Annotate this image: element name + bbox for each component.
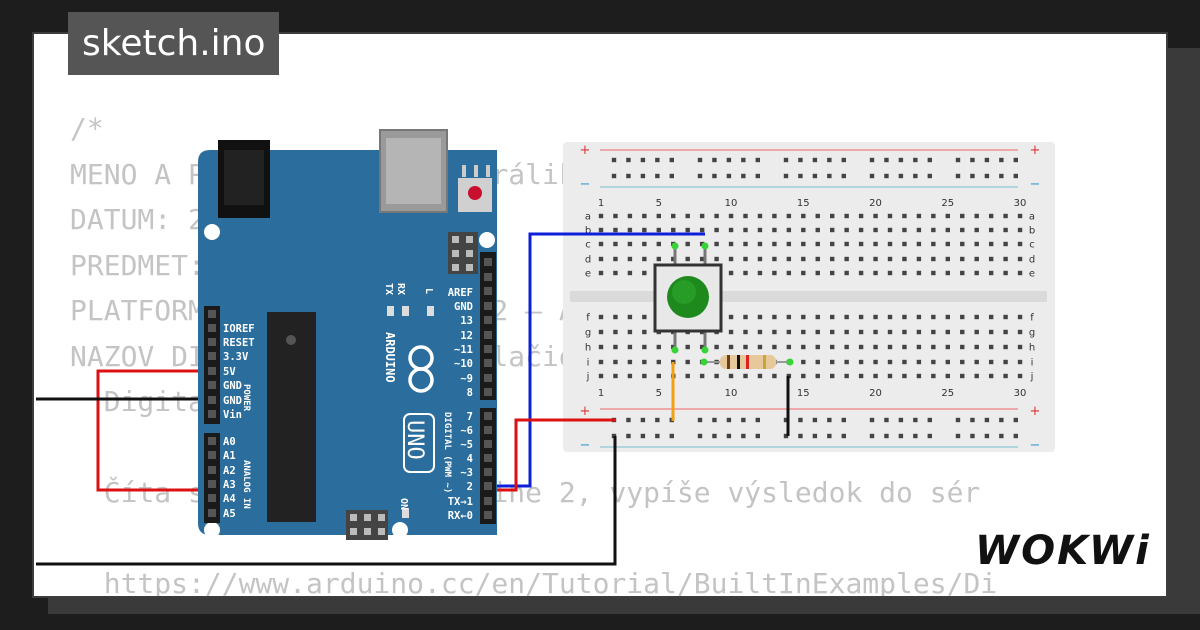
bb-col-label-top: 30 bbox=[1014, 198, 1027, 209]
bb-col-label-top: 20 bbox=[869, 198, 882, 209]
board-tx-label: TX bbox=[383, 283, 394, 295]
bb-row-label: j bbox=[1030, 372, 1034, 383]
bb-row-label: f bbox=[1030, 313, 1034, 324]
board-brand: ARDUINO bbox=[383, 332, 397, 383]
arduino-uno-board[interactable]: ARDUINO UNO ON TX RX L POWER ANALOG IN D… bbox=[198, 129, 497, 540]
wokwi-logo: WOKWi bbox=[975, 528, 1151, 574]
analog-pin-label: A5 bbox=[223, 508, 236, 520]
bb-col-label-top: 25 bbox=[941, 198, 954, 209]
bb-col-label-top: 15 bbox=[797, 198, 810, 209]
bb-rail-sign: + bbox=[580, 404, 591, 419]
board-rx-label: RX bbox=[395, 283, 406, 295]
digital-pin-label: ~5 bbox=[460, 439, 473, 451]
analog-pin-label: A2 bbox=[223, 465, 236, 477]
board-digital-label: DIGITAL (PWM ~) bbox=[442, 412, 452, 493]
bb-col-label-bottom: 15 bbox=[797, 388, 810, 399]
analog-pin-label: A1 bbox=[223, 450, 236, 462]
bb-col-label-bottom: 5 bbox=[656, 388, 662, 399]
bb-row-label: b bbox=[585, 226, 591, 237]
bb-row-label: g bbox=[1029, 328, 1035, 339]
board-analog-label: ANALOG IN bbox=[241, 460, 251, 509]
arduino-logo bbox=[408, 345, 434, 393]
bb-rail-sign: + bbox=[580, 143, 591, 158]
digital-pin-label: 7 bbox=[467, 411, 473, 423]
digital-pin-label: RX←0 bbox=[448, 510, 473, 522]
bb-row-label: a bbox=[585, 212, 591, 223]
bb-row-label: c bbox=[585, 240, 591, 251]
resistor[interactable] bbox=[700, 355, 794, 369]
bb-row-label: g bbox=[585, 328, 591, 339]
bb-col-label-top: 10 bbox=[725, 198, 738, 209]
bb-col-label-bottom: 25 bbox=[941, 388, 954, 399]
digital-pin-label: 12 bbox=[460, 330, 473, 342]
power-pin-label: GND bbox=[223, 395, 242, 407]
digital-pin-label: AREF bbox=[448, 287, 473, 299]
digital-pin-label: ~10 bbox=[454, 358, 473, 370]
bb-rail-sign: − bbox=[1030, 177, 1041, 192]
bb-col-label-top: 1 bbox=[598, 198, 604, 209]
bb-row-label: c bbox=[1029, 240, 1035, 251]
bb-row-label: f bbox=[586, 313, 590, 324]
file-title: sketch.ino bbox=[68, 12, 280, 75]
board-l-label: L bbox=[423, 288, 434, 294]
digital-pin-label: 4 bbox=[467, 453, 473, 465]
analog-pin-label: A4 bbox=[223, 493, 236, 505]
power-pin-label: GND bbox=[223, 380, 242, 392]
digital-pin-label: ~9 bbox=[460, 373, 473, 385]
digital-pin-label: 8 bbox=[467, 387, 473, 399]
bb-row-label: a bbox=[1029, 212, 1035, 223]
bb-rail-sign: − bbox=[580, 177, 591, 192]
power-pin-label: RESET bbox=[223, 337, 255, 349]
bb-row-label: h bbox=[585, 343, 591, 354]
push-button[interactable] bbox=[653, 242, 723, 354]
bb-col-label-bottom: 20 bbox=[869, 388, 882, 399]
digital-pin-label: ~3 bbox=[460, 467, 473, 479]
bb-row-label: d bbox=[1029, 255, 1035, 266]
bb-row-label: b bbox=[1029, 226, 1035, 237]
digital-pin-label: ~6 bbox=[460, 425, 473, 437]
digital-pin-label: GND bbox=[454, 301, 473, 313]
power-pin-label: IOREF bbox=[223, 323, 255, 335]
bb-col-label-bottom: 30 bbox=[1014, 388, 1027, 399]
bb-row-label: j bbox=[586, 372, 590, 383]
bb-row-label: d bbox=[585, 255, 591, 266]
bb-rail-sign: + bbox=[1030, 404, 1041, 419]
digital-pin-label: 2 bbox=[467, 481, 473, 493]
bb-row-label: i bbox=[587, 358, 590, 369]
digital-pin-label: 13 bbox=[460, 315, 473, 327]
bb-row-label: h bbox=[1029, 343, 1035, 354]
analog-pin-label: A3 bbox=[223, 479, 236, 491]
power-pin-label: 3.3V bbox=[223, 351, 249, 363]
atmega-chip bbox=[267, 312, 316, 522]
bb-rail-sign: − bbox=[1030, 438, 1041, 453]
wire-gnd-black-bottom bbox=[36, 436, 617, 566]
bb-row-label: e bbox=[1029, 269, 1035, 280]
bb-rail-sign: + bbox=[1030, 143, 1041, 158]
bb-row-label: i bbox=[1031, 358, 1034, 369]
board-power-label: POWER bbox=[241, 384, 251, 412]
bb-row-label: e bbox=[585, 269, 591, 280]
wire-pin2-blue bbox=[492, 232, 705, 488]
bb-col-label-top: 5 bbox=[656, 198, 662, 209]
digital-pin-label: ~11 bbox=[454, 344, 473, 356]
bb-rail-sign: − bbox=[580, 438, 591, 453]
analog-pin-label: A0 bbox=[223, 436, 236, 448]
power-pin-label: Vin bbox=[223, 409, 242, 421]
board-on-label: ON bbox=[398, 498, 409, 510]
bb-col-label-bottom: 10 bbox=[725, 388, 738, 399]
board-model: UNO bbox=[402, 420, 427, 460]
bb-col-label-bottom: 1 bbox=[598, 388, 604, 399]
digital-pin-label: TX→1 bbox=[448, 496, 473, 508]
power-pin-label: 5V bbox=[223, 366, 236, 378]
